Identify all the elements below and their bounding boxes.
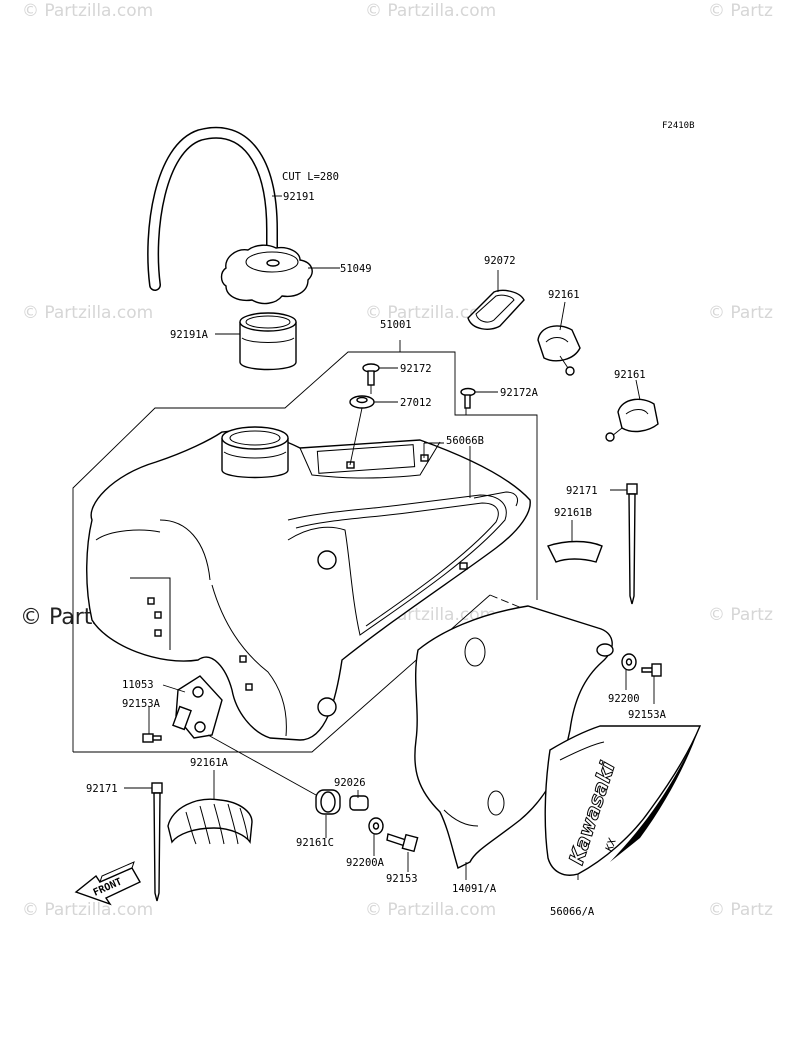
- screw: [362, 363, 380, 386]
- damper: [537, 325, 581, 376]
- part-label: 56066B: [446, 435, 484, 447]
- damper-b: [547, 540, 603, 563]
- watermark: © Partzilla.com: [22, 303, 153, 323]
- part-label: 92161: [548, 289, 580, 301]
- part-label: 92200: [608, 693, 640, 705]
- decal-b: [473, 491, 519, 507]
- part-label: 92072: [484, 255, 516, 267]
- part-label: 14091/A: [452, 883, 497, 895]
- watermark: © Partz: [708, 605, 773, 625]
- part-label: 92026: [334, 777, 366, 789]
- part-label: 51049: [340, 263, 372, 275]
- washer: [368, 817, 384, 835]
- part-label: 92200A: [346, 857, 385, 869]
- cable-tie: [151, 782, 163, 902]
- part-label: 27012: [400, 397, 432, 409]
- screw: [460, 387, 476, 409]
- brand-sub: KX: [603, 837, 619, 854]
- bolt: [641, 663, 662, 677]
- fuel-cap: [220, 244, 313, 305]
- part-label: 92191: [283, 191, 315, 203]
- part-label: 92171: [566, 485, 598, 497]
- part-labels: CUT L=280 92191 51049 92191A 51001 92172…: [86, 171, 667, 918]
- watermark-layer: © Partzilla.com © Partzilla.com © Partz …: [20, 1, 773, 920]
- fuel-tank: [86, 426, 531, 741]
- ring-nut: [239, 312, 297, 371]
- watermark: © Partz: [708, 303, 773, 323]
- part-label: 56066/A: [550, 906, 595, 918]
- part-label: 92161: [614, 369, 646, 381]
- part-label: 92153: [386, 873, 418, 885]
- leader-lines: [124, 195, 655, 880]
- watermark: © Partz: [708, 1, 773, 21]
- watermark: © Partzilla.com: [22, 900, 153, 920]
- bolt: [142, 733, 162, 743]
- part-label: 92191A: [170, 329, 209, 341]
- watermark: © Partzilla.com: [22, 1, 153, 21]
- breather-hose: [147, 126, 278, 291]
- part-label: 92171: [86, 783, 118, 795]
- watermark: © Partzilla.com: [365, 303, 496, 323]
- fuel-cock: [172, 675, 223, 739]
- damper-a: [167, 798, 253, 845]
- tank-strap: [467, 289, 525, 330]
- collar: [349, 795, 369, 811]
- part-label: 92172A: [500, 387, 539, 399]
- figure-code: F2410B: [662, 121, 695, 131]
- part-label: 92153A: [122, 698, 161, 710]
- collar: [349, 395, 375, 409]
- part-label: 92161B: [554, 507, 592, 519]
- part-label: 92161C: [296, 837, 334, 849]
- watermark: © Partzilla.com: [365, 1, 496, 21]
- damper: [605, 398, 659, 442]
- front-arrow: FRONT: [74, 861, 141, 906]
- part-label: 11053: [122, 679, 154, 691]
- part-label: 92172: [400, 363, 432, 375]
- part-label: 51001: [380, 319, 412, 331]
- watermark: © Partz: [708, 900, 773, 920]
- part-label: CUT L=280: [282, 171, 339, 183]
- washer: [621, 653, 637, 671]
- part-label: 92161A: [190, 757, 229, 769]
- part-label: 92153A: [628, 709, 667, 721]
- damper-c: [315, 789, 341, 815]
- side-cover: [414, 605, 614, 869]
- bolt: [386, 833, 419, 853]
- decal: Kawasaki KX: [544, 725, 702, 876]
- cable-tie: [626, 483, 638, 605]
- watermark: © Partzilla.com: [365, 900, 496, 920]
